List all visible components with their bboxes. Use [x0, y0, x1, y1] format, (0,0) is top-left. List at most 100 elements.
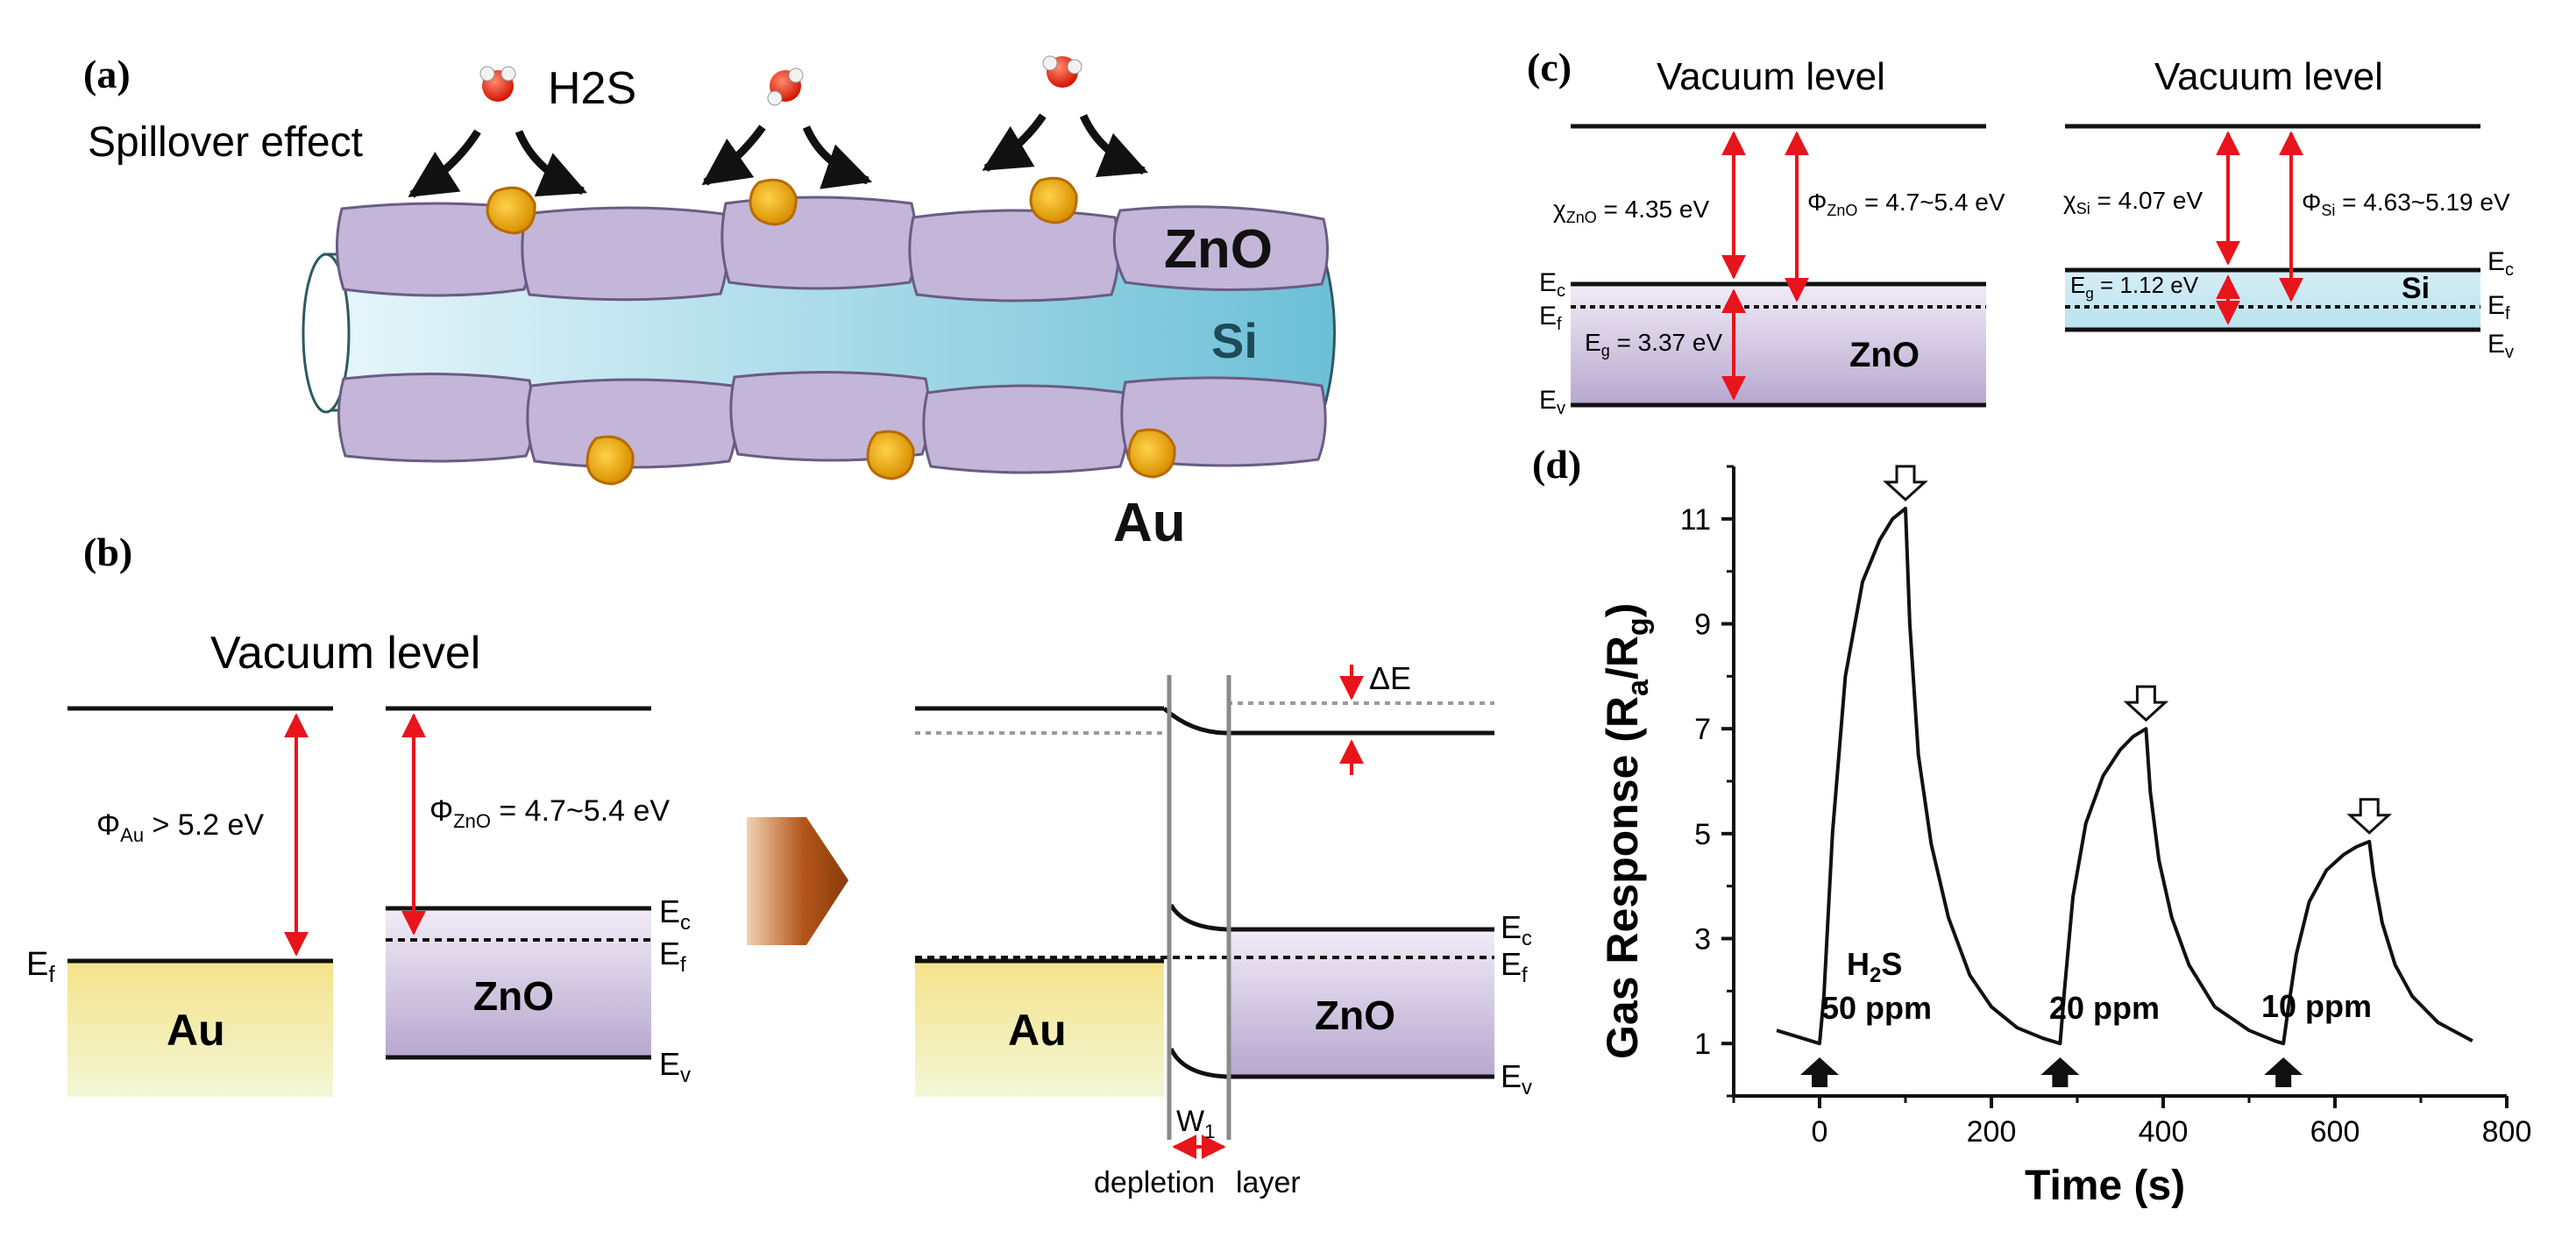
y-axis-label-g: g — [1622, 617, 1655, 636]
ef-b1-sub: f — [680, 953, 686, 977]
y-tick-label: 1 — [1694, 1028, 1711, 1061]
au-particles — [486, 176, 1176, 486]
chi-si-label: χSi = 4.07 eV — [2063, 187, 2203, 217]
eg-si-label: Eg = 1.12 eV — [2070, 272, 2199, 302]
delta-e-label: ΔE — [1369, 660, 1411, 696]
panel-b: (b) Vacuum level Au Ef ΦAu > 5.2 eV ZnO … — [26, 530, 1532, 1199]
ef-label-au-sub: f — [48, 961, 55, 987]
phi-si-label: ΦSi = 4.63~5.19 eV — [2302, 189, 2510, 219]
phi-zno-value-c: = 4.7~5.4 eV — [1857, 189, 2005, 216]
phi-au-sub: Au — [120, 824, 144, 846]
ec-b2-sub: c — [1522, 927, 1532, 950]
ev-b1-sub: v — [680, 1064, 691, 1087]
phi-zno-label-b: ΦZnO = 4.7~5.4 eV — [429, 794, 670, 832]
chi-si-main: χ — [2063, 187, 2076, 214]
ec-c2-main: E — [2487, 247, 2505, 276]
si-label-a: Si — [1211, 313, 1258, 368]
y-tick-label: 5 — [1694, 818, 1711, 851]
zno-label-a: ZnO — [1164, 219, 1273, 280]
ef-label-b2: Ef — [1501, 946, 1528, 987]
zno-label-b: ZnO — [473, 973, 554, 1019]
au-label-a: Au — [1113, 493, 1186, 553]
phi-zno-sub-c: ZnO — [1827, 202, 1857, 219]
ef-b2-sub: f — [1522, 964, 1528, 987]
y-axis-label-a: a — [1622, 679, 1655, 696]
ec-b2-main: E — [1501, 909, 1522, 945]
h2s-label: H2S — [548, 63, 636, 114]
h2s-molecule-1 — [479, 66, 516, 102]
panel-a: (a) Spillover effect H2S ZnO Si Au — [83, 52, 1336, 553]
chi-si-sub: Si — [2076, 200, 2090, 217]
zno-grains-top — [336, 196, 1330, 302]
y-tick-label: 3 — [1694, 923, 1711, 957]
zno-grains-bottom — [337, 370, 1327, 474]
panel-d-label: (d) — [1532, 442, 1581, 487]
spillover-arrows — [408, 113, 1149, 198]
layer-label: layer — [1236, 1166, 1301, 1199]
phi-si-main: Φ — [2302, 189, 2321, 216]
ec-b1-sub: c — [680, 911, 691, 935]
vacuum-bend — [1162, 707, 1494, 736]
ec-label-b2: Ec — [1501, 909, 1532, 950]
panel-c: (c) Vacuum level Vacuum level χZnO = 4.3… — [1527, 45, 2514, 418]
ev-c2-sub: v — [2505, 343, 2514, 362]
eg-zno-value: = 3.37 eV — [1610, 329, 1723, 356]
eg-zno-sub: g — [1601, 342, 1610, 359]
gas-off-arrow — [2346, 798, 2393, 835]
gas-on-arrow — [1800, 1057, 1839, 1087]
y-tick-label: 9 — [1694, 608, 1711, 642]
au-label-b: Au — [167, 1006, 225, 1055]
phi-zno-sub-b: ZnO — [453, 810, 491, 832]
si-nanowire-end — [302, 253, 351, 414]
ec-b1-main: E — [659, 893, 680, 929]
x-tick-label: 800 — [2482, 1115, 2532, 1149]
panel-a-label: (a) — [83, 52, 131, 96]
y-axis-label-main: Gas Response (R — [1598, 696, 1647, 1059]
x-tick-label: 0 — [1812, 1115, 1828, 1149]
chi-si-value: = 4.07 eV — [2090, 187, 2203, 214]
ev-c1-main: E — [1539, 386, 1557, 415]
ef-c1-sub: f — [1557, 315, 1562, 334]
x-axis-label: Time (s) — [2025, 1163, 2185, 1209]
w1-main: W — [1176, 1105, 1204, 1138]
y-axis-label-mid: /R — [1598, 636, 1647, 679]
phi-zno-value-b: = 4.7~5.4 eV — [491, 794, 670, 828]
eg-zno-main: E — [1585, 329, 1601, 356]
zno-label-right: ZnO — [1315, 993, 1395, 1038]
phi-si-sub: Si — [2321, 202, 2335, 219]
zno-band-b — [386, 908, 651, 1057]
zno-label-c: ZnO — [1849, 336, 1920, 374]
ef-label-au: Ef — [26, 946, 55, 987]
chi-zno-main: χ — [1553, 196, 1566, 223]
ev-c2-main: E — [2487, 330, 2505, 359]
ef-label-c1: Ef — [1539, 302, 1562, 334]
au-band-b — [67, 961, 333, 1097]
ec-label-b1: Ec — [659, 893, 691, 935]
ev-b1-main: E — [659, 1046, 680, 1082]
w1-sub: 1 — [1204, 1121, 1215, 1142]
gas-off-arrow — [2123, 685, 2169, 722]
ec-c2-sub: c — [2505, 260, 2514, 280]
ec-c1-main: E — [1539, 268, 1557, 297]
ev-b2-main: E — [1501, 1058, 1522, 1094]
ef-label-au-main: E — [26, 946, 48, 983]
x-tick-label: 200 — [1967, 1115, 2017, 1149]
eg-si-value: = 1.12 eV — [2094, 272, 2199, 298]
y-tick-label: 11 — [1680, 503, 1711, 537]
si-band-c — [2065, 270, 2480, 330]
ef-label-b1: Ef — [659, 936, 686, 977]
eg-si-sub: g — [2085, 285, 2093, 302]
ev-b2-sub: v — [1522, 1076, 1532, 1099]
eg-si-main: E — [2070, 272, 2085, 298]
h2s-molecule-3 — [1042, 55, 1082, 88]
phi-au-main: Φ — [96, 808, 120, 842]
ef-c2-sub: f — [2505, 304, 2510, 324]
depletion-label: depletion — [1094, 1166, 1215, 1199]
y-tick-label: 7 — [1694, 713, 1711, 746]
vacuum-level-c-left: Vacuum level — [1657, 55, 1885, 98]
transition-arrow — [747, 817, 848, 945]
ec-label-c2: Ec — [2487, 247, 2514, 280]
